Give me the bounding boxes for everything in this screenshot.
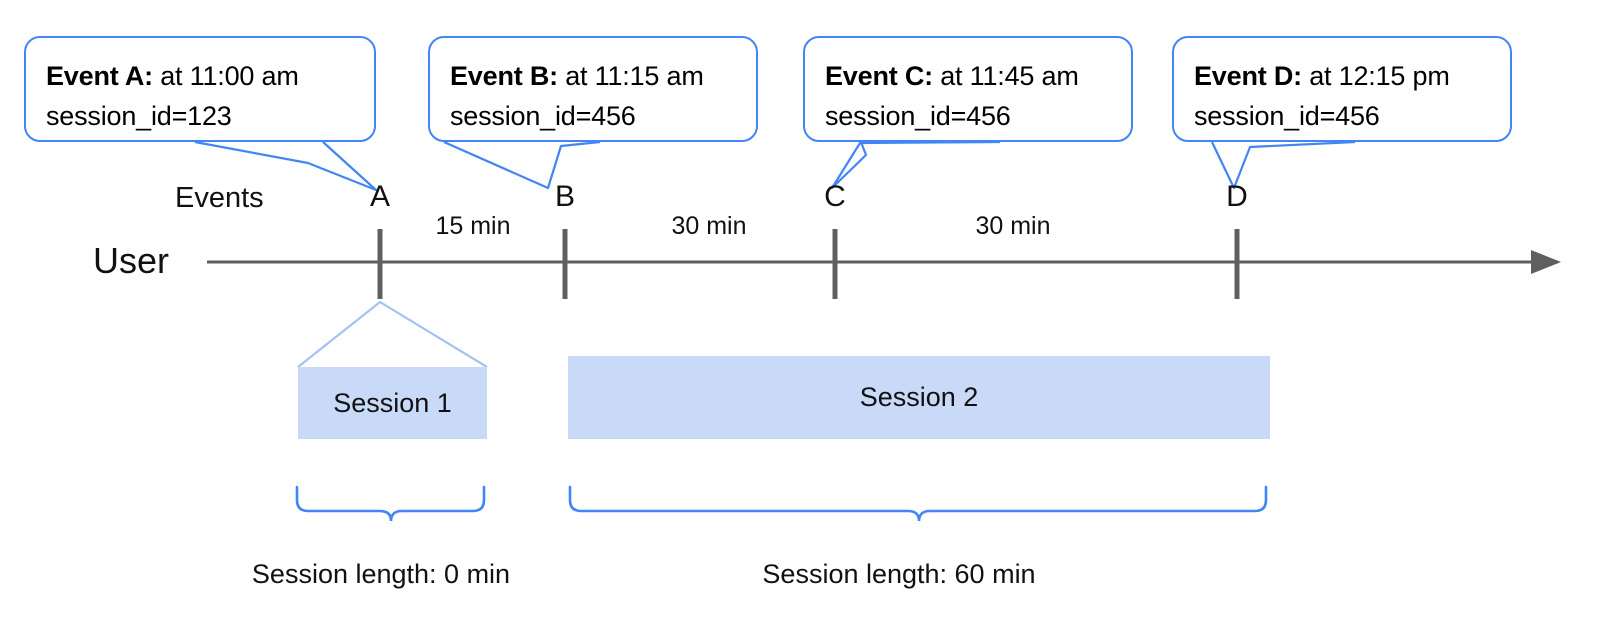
interval-label-b-c: 30 min	[671, 212, 747, 240]
callout-event-d-line1: Event D: at 12:15 pm	[1194, 56, 1490, 96]
callout-event-c-line1: Event C: at 11:45 am	[825, 56, 1111, 96]
callout-event-a-bold: Event A:	[46, 61, 153, 91]
event-marker-label-b: B	[554, 180, 576, 213]
callout-event-d-rest: at 12:15 pm	[1301, 61, 1450, 91]
session-1-funnel	[297, 300, 488, 368]
interval-label-a-b: 15 min	[435, 212, 511, 240]
callout-event-c: Event C: at 11:45 am session_id=456	[803, 36, 1133, 142]
row-label-events: Events	[175, 182, 264, 214]
session-1-brace	[295, 485, 486, 522]
callout-event-b-line2: session_id=456	[450, 101, 636, 131]
callout-event-c-bold: Event C:	[825, 61, 933, 91]
session-bar-2: Session 2	[568, 356, 1270, 439]
callout-tail-d	[1211, 140, 1356, 190]
callout-event-b-line1: Event B: at 11:15 am	[450, 56, 736, 96]
callout-event-d-line2: session_id=456	[1194, 101, 1380, 131]
session-bar-2-label: Session 2	[859, 382, 979, 412]
callout-event-a-line1: Event A: at 11:00 am	[46, 56, 354, 96]
callout-event-a-line2: session_id=123	[46, 101, 232, 131]
callout-event-a: Event A: at 11:00 am session_id=123	[24, 36, 376, 142]
session-bar-1: Session 1	[298, 367, 487, 439]
callout-event-c-line2: session_id=456	[825, 101, 1011, 131]
event-marker-label-d: D	[1226, 180, 1248, 213]
callout-event-b-bold: Event B:	[450, 61, 558, 91]
callout-tail-b	[443, 140, 601, 190]
interval-label-c-d: 30 min	[975, 212, 1051, 240]
session-1-length-label: Session length: 0 min	[251, 559, 511, 589]
callout-event-d: Event D: at 12:15 pm session_id=456	[1172, 36, 1512, 142]
callout-event-c-rest: at 11:45 am	[932, 61, 1079, 91]
callout-event-b-rest: at 11:15 am	[557, 61, 704, 91]
session-2-length-label: Session length: 60 min	[762, 559, 1036, 589]
callout-event-b: Event B: at 11:15 am session_id=456	[428, 36, 758, 142]
event-marker-label-c: C	[824, 180, 846, 213]
session-2-brace	[568, 485, 1268, 522]
session-bar-1-label: Session 1	[333, 387, 452, 418]
event-marker-label-a: A	[369, 180, 391, 213]
callout-event-a-rest: at 11:00 am	[152, 61, 299, 91]
callout-event-d-bold: Event D:	[1194, 61, 1302, 91]
callout-tail-c	[830, 140, 1001, 190]
callout-tail-a	[194, 140, 378, 192]
row-label-user: User	[93, 240, 170, 281]
